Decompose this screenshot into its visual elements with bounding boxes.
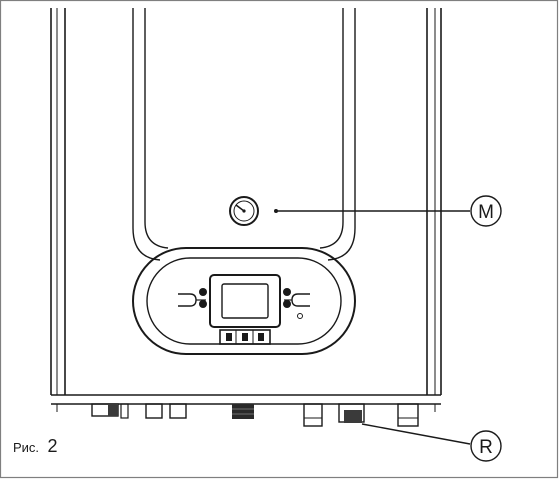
heating-control-left <box>178 288 207 308</box>
callout-m-label: M <box>478 202 494 223</box>
caption-number: 2 <box>48 436 58 456</box>
casing-right-wall <box>426 8 442 395</box>
figure-caption: Рис. 2 <box>13 436 58 456</box>
callout-r-label: R <box>479 437 493 458</box>
display-icon <box>209 274 281 328</box>
control-panel <box>132 247 356 355</box>
button-row <box>219 329 271 345</box>
pressure-gauge-icon <box>229 196 259 226</box>
casing-left-wall <box>50 8 66 395</box>
callout-m-leader <box>274 209 470 213</box>
callout-r: R <box>470 430 502 462</box>
bottom-fittings <box>91 403 419 427</box>
caption-prefix: Рис. <box>13 440 39 455</box>
callout-r-leader <box>361 423 471 445</box>
water-control-right <box>283 288 310 319</box>
callout-m: M <box>470 195 502 227</box>
front-panel-channel <box>132 8 356 261</box>
